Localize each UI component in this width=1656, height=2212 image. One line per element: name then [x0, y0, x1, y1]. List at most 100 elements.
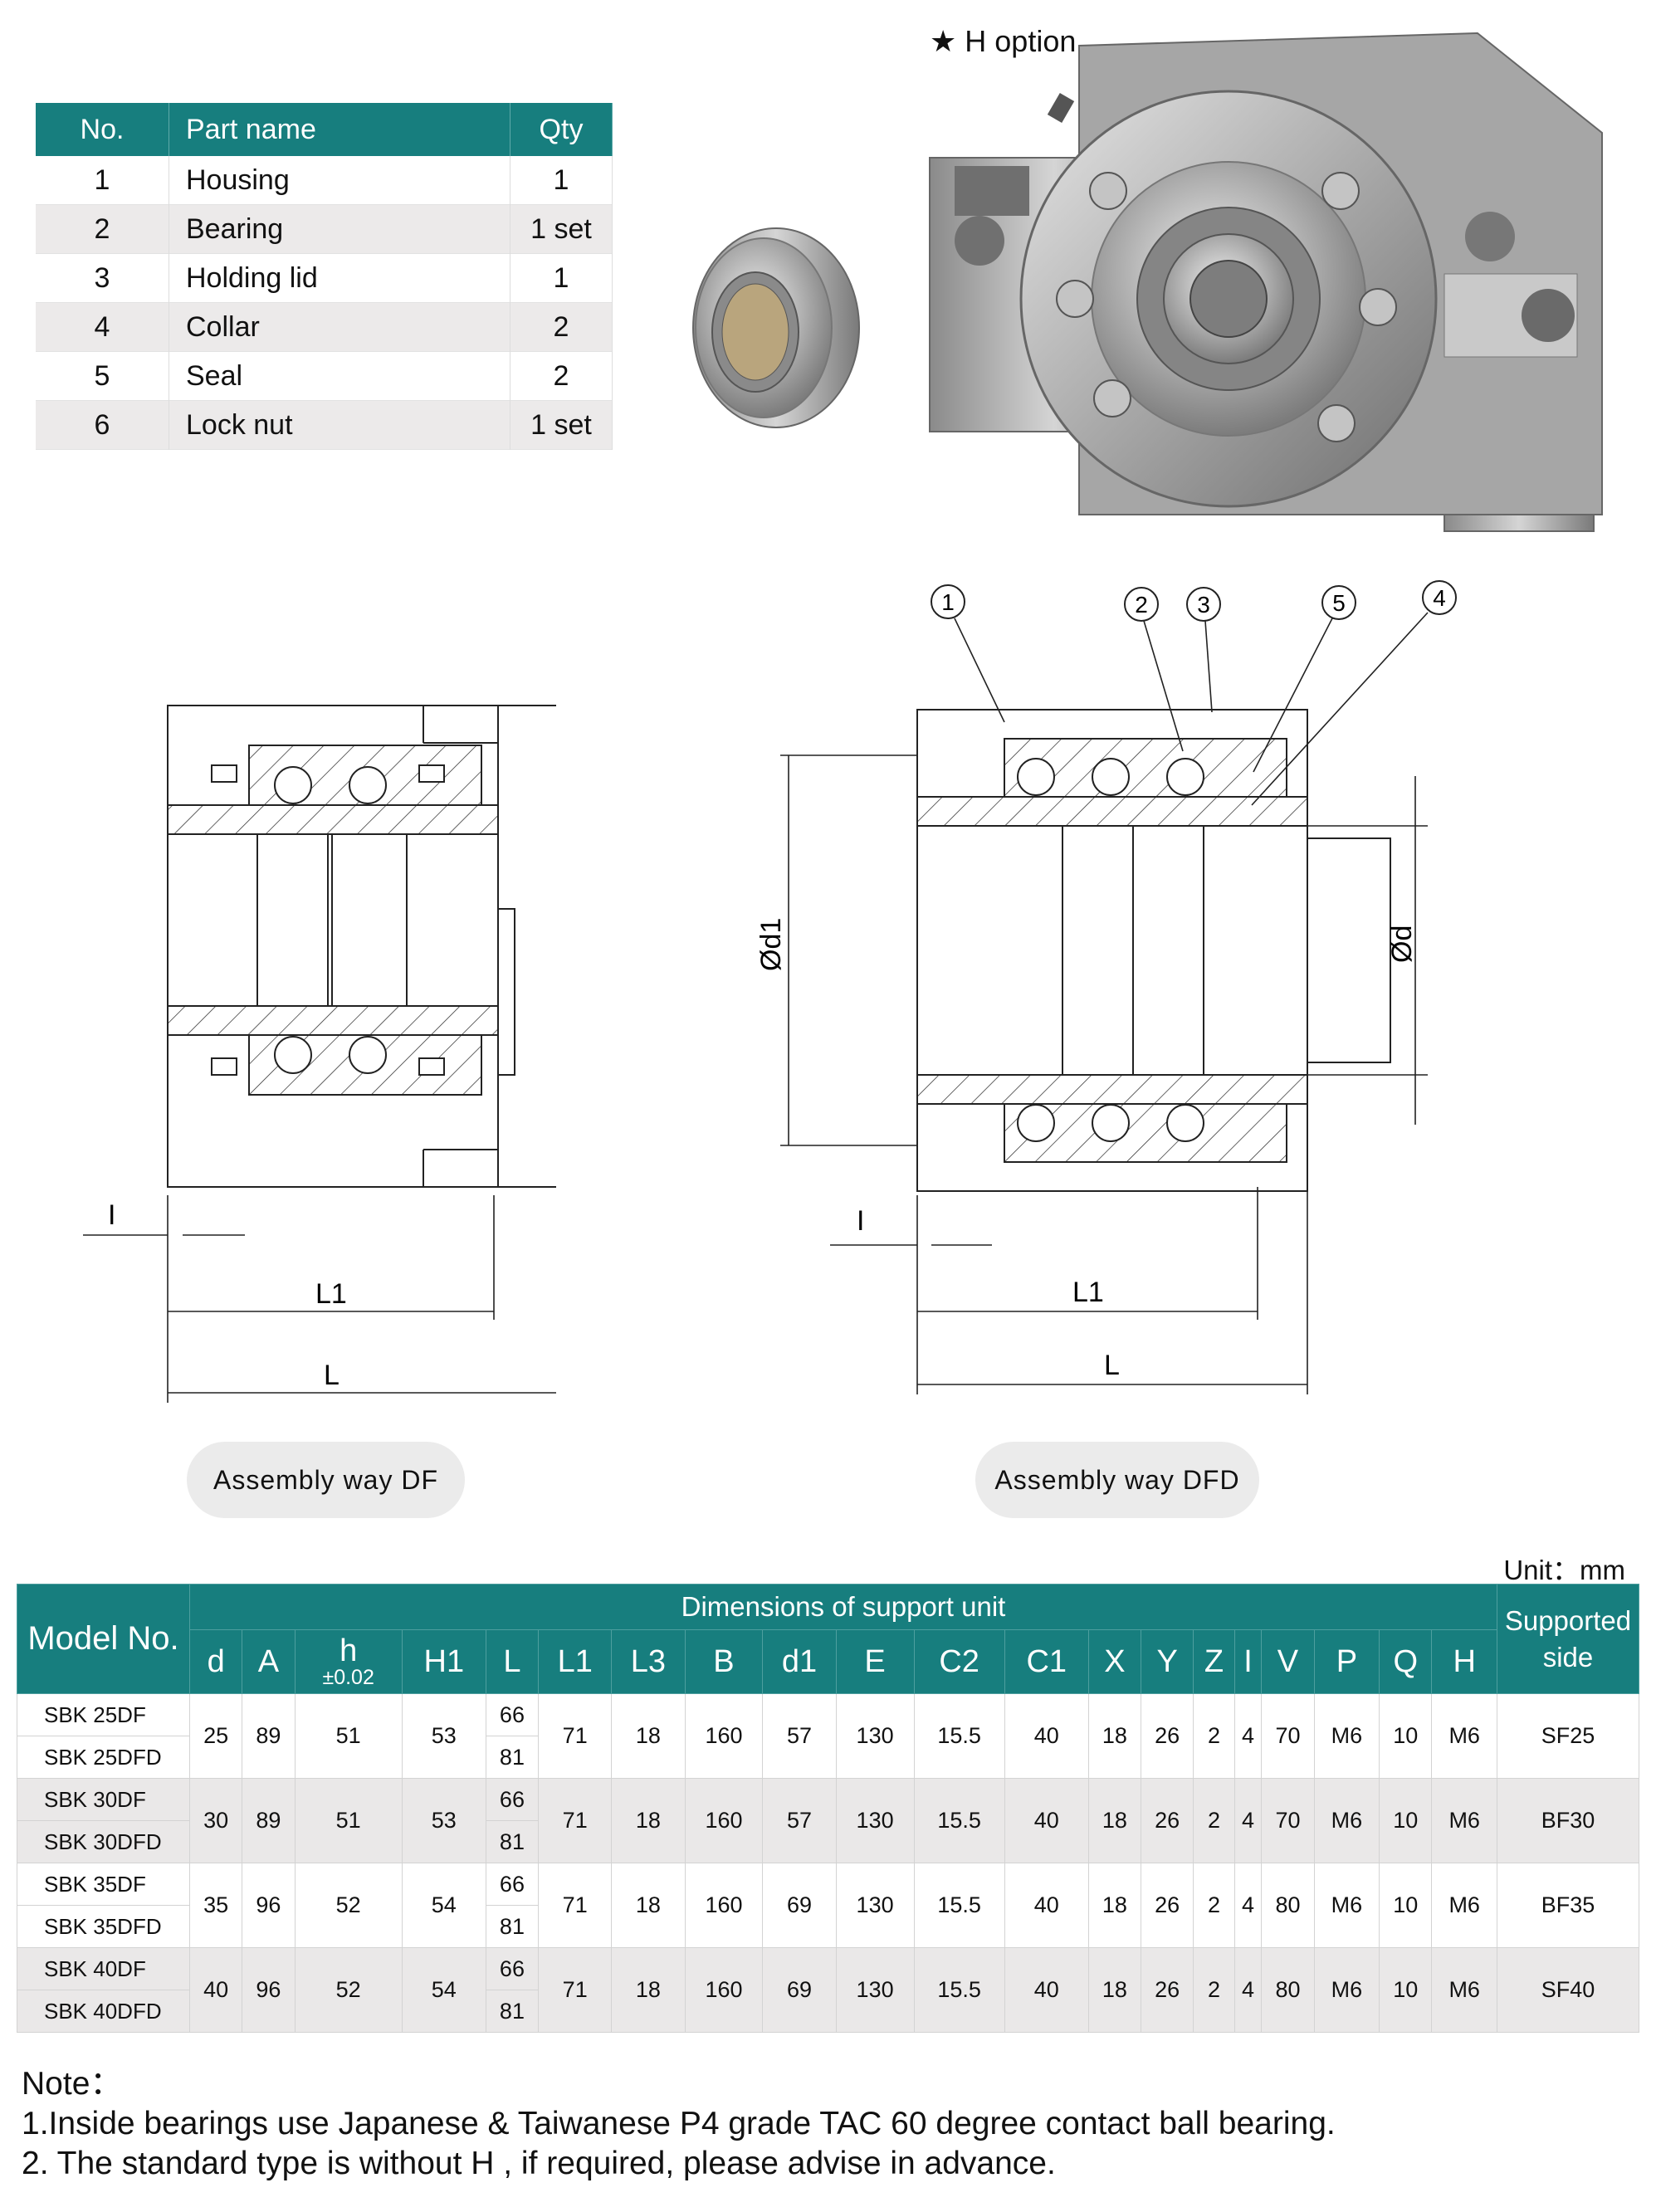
part-name: Holding lid	[169, 253, 510, 303]
cell-v: 70	[1261, 1778, 1315, 1863]
col-l3: L3	[611, 1629, 686, 1694]
cell-l: 66	[485, 1947, 540, 1990]
dim-od1-label: Ød1	[755, 918, 787, 971]
cell-e: 130	[835, 1693, 915, 1779]
cell-e: 130	[835, 1947, 915, 2033]
model-cell: SBK 30DFD	[17, 1820, 190, 1863]
cell-q: 10	[1379, 1947, 1433, 2033]
callout-4-label: 4	[1433, 585, 1446, 611]
unit-label: Unit：mm	[1503, 1555, 1625, 1585]
col-c1: C1	[1004, 1629, 1089, 1694]
notes-title: Note：	[22, 2066, 123, 2102]
col-h1: H1	[401, 1629, 486, 1694]
cell-b: 160	[684, 1778, 764, 1863]
cell-d: 40	[188, 1947, 243, 2033]
col-v: V	[1261, 1629, 1315, 1694]
cell-d1: 57	[762, 1778, 837, 1863]
col-h: h ±0.02	[294, 1629, 403, 1694]
cell-h: 52	[294, 1947, 403, 2033]
part-qty: 1 set	[510, 204, 613, 254]
cell-l: 66	[485, 1778, 540, 1821]
cell-i: 4	[1233, 1947, 1263, 2033]
col-i: I	[1233, 1629, 1263, 1694]
cell-supported-side: SF40	[1497, 1947, 1639, 2033]
cell-c1: 40	[1004, 1863, 1089, 1948]
cell-d: 30	[188, 1778, 243, 1863]
part-no: 2	[36, 204, 169, 254]
cell-d1: 57	[762, 1693, 837, 1779]
cell-c1: 40	[1004, 1693, 1089, 1779]
cell-a: 89	[242, 1778, 296, 1863]
cell-b: 160	[684, 1863, 764, 1948]
cell-d1: 69	[762, 1863, 837, 1948]
col-p: P	[1313, 1629, 1380, 1694]
part-no: 1	[36, 156, 169, 205]
cell-q: 10	[1379, 1778, 1433, 1863]
cell-z: 2	[1193, 1778, 1235, 1863]
h-option-label: ★ H option	[930, 24, 1076, 58]
cell-y: 26	[1141, 1863, 1194, 1948]
cell-h: M6	[1431, 1693, 1497, 1779]
cell-l: 81	[485, 1990, 540, 2033]
cell-h1: 54	[401, 1947, 486, 2033]
cell-p: M6	[1313, 1947, 1380, 2033]
cell-x: 18	[1087, 1863, 1142, 1948]
col-no: No.	[36, 103, 169, 156]
cell-i: 4	[1233, 1863, 1263, 1948]
part-name: Collar	[169, 302, 510, 352]
table-row: 4 Collar 2	[36, 302, 613, 352]
part-no: 6	[36, 400, 169, 450]
callout-3-label: 3	[1197, 592, 1210, 618]
cell-x: 18	[1087, 1693, 1142, 1779]
table-row: SBK 40DFD 81	[17, 1990, 1639, 2033]
cell-l: 81	[485, 1905, 540, 1948]
cell-supported-side: BF30	[1497, 1778, 1639, 1863]
cell-l1: 71	[538, 1778, 613, 1863]
model-cell: SBK 30DF	[17, 1778, 190, 1821]
table-row: 2 Bearing 1 set	[36, 204, 613, 254]
part-no: 5	[36, 351, 169, 401]
cell-l1: 71	[538, 1863, 613, 1948]
col-l: L	[485, 1629, 540, 1694]
part-qty: 1	[510, 156, 613, 205]
part-name: Lock nut	[169, 400, 510, 450]
model-no-header: Model No.	[17, 1584, 190, 1694]
cell-p: M6	[1313, 1693, 1380, 1779]
cell-p: M6	[1313, 1863, 1380, 1948]
cell-l: 66	[485, 1863, 540, 1906]
cell-z: 2	[1193, 1693, 1235, 1779]
cell-i: 4	[1233, 1778, 1263, 1863]
cell-c1: 40	[1004, 1947, 1089, 2033]
cell-l3: 18	[611, 1947, 686, 2033]
model-cell: SBK 40DFD	[17, 1990, 190, 2033]
cell-d: 35	[188, 1863, 243, 1948]
supported-side-header: Supported side	[1497, 1584, 1639, 1694]
dimensions-group-header: Dimensions of support unit	[189, 1584, 1497, 1630]
cell-y: 26	[1141, 1947, 1194, 2033]
col-x: X	[1087, 1629, 1142, 1694]
col-a: A	[242, 1629, 296, 1694]
col-d1: d1	[762, 1629, 837, 1694]
cell-l: 81	[485, 1820, 540, 1863]
housing-image	[929, 32, 1603, 532]
cell-x: 18	[1087, 1778, 1142, 1863]
table-row: SBK 30DFD 81	[17, 1820, 1639, 1863]
col-qty: Qty	[510, 103, 613, 156]
assembly-dfd-drawing: 1 2 3 5 4 Ød1 Ød I L1 L	[755, 580, 1457, 1394]
cell-d: 25	[188, 1693, 243, 1779]
cell-p: M6	[1313, 1778, 1380, 1863]
cell-d1: 69	[762, 1947, 837, 2033]
cell-b: 160	[684, 1947, 764, 2033]
dim-od-label: Ød	[1386, 925, 1418, 963]
parts-table-header: No. Part name Qty	[36, 103, 613, 156]
part-name: Seal	[169, 351, 510, 401]
cell-e: 130	[835, 1863, 915, 1948]
col-e: E	[835, 1629, 915, 1694]
cell-h: M6	[1431, 1778, 1497, 1863]
table-row: 3 Holding lid 1	[36, 253, 613, 303]
callout-1-label: 1	[941, 589, 955, 615]
cell-y: 26	[1141, 1693, 1194, 1779]
callout-4	[1422, 580, 1457, 615]
cell-l: 81	[485, 1736, 540, 1779]
